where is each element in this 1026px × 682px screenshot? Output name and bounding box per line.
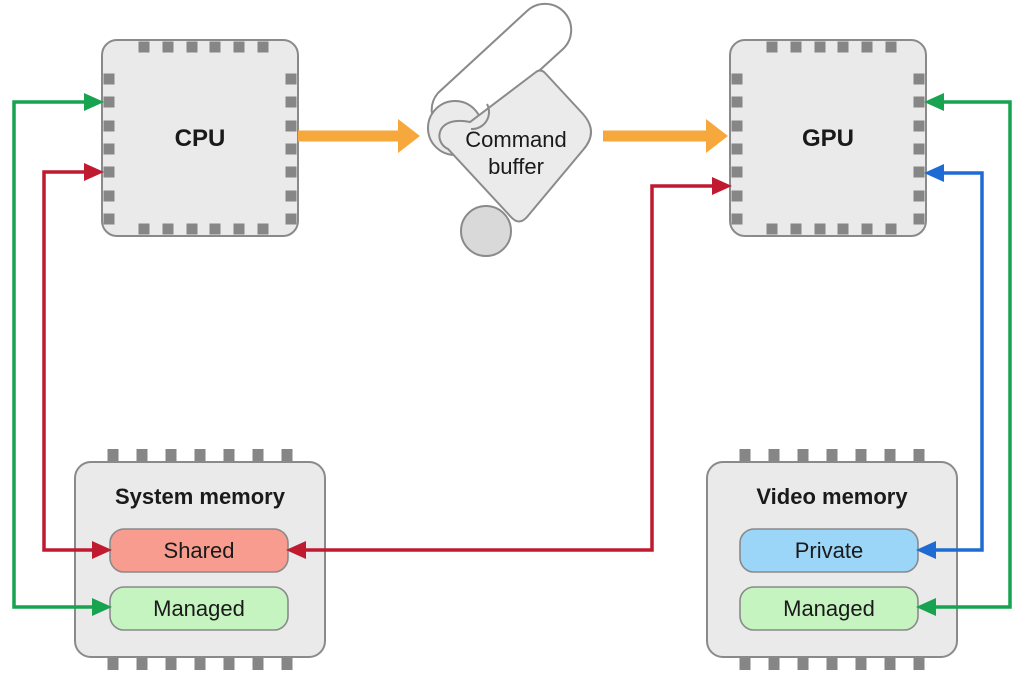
arrow-cpu-to-command-buffer [298, 119, 420, 153]
system-managed-mode-pill: Managed [109, 586, 289, 631]
gpu-chip-pins [731, 41, 925, 235]
system-managed-pill-label: Managed [153, 596, 245, 621]
video-managed-pill-label: Managed [783, 596, 875, 621]
gpu-chip: GPU [729, 39, 927, 237]
arrow-head-into-shared-right [286, 541, 306, 559]
private-pill-label: Private [795, 538, 863, 563]
cpu-chip-pins [103, 41, 297, 235]
scroll-bottom-roll [460, 205, 512, 257]
arrow-cpu-shared-line [42, 170, 94, 552]
gpu-label: GPU [802, 125, 854, 152]
arrow-gpu-private [916, 164, 984, 559]
command-buffer: Command buffer [427, 2, 592, 257]
arrow-gpu-private-line [934, 171, 984, 552]
video-memory-title: Video memory [756, 484, 908, 509]
arrow-head-into-shared-left [92, 541, 112, 559]
arrow-cpu-shared [42, 163, 112, 559]
cpu-chip: CPU [101, 39, 299, 237]
arrow-gpu-video-managed [916, 93, 1012, 616]
arrow-head-into-cpu-red [84, 163, 104, 181]
video-managed-pill-bg [739, 586, 919, 631]
video-memory-chip-pins [739, 449, 925, 670]
arrow-cpu-to-command-buffer-head [398, 119, 420, 153]
arrow-gpu-shared-line [304, 184, 714, 552]
command-buffer-label-line2: buffer [488, 154, 544, 179]
shared-mode-pill: Shared [109, 528, 289, 573]
gpu-chip-body [729, 39, 927, 237]
arrow-cpu-system-managed [12, 93, 112, 616]
arrow-head-into-video-managed [916, 598, 936, 616]
arrow-gpu-video-managed-line [934, 100, 1012, 609]
scroll-curl-line [470, 103, 490, 131]
arrow-head-into-gpu-green [924, 93, 944, 111]
scroll-body [438, 69, 592, 223]
arrow-cpu-system-managed-line [12, 100, 94, 609]
arrow-head-into-cpu-green [84, 93, 104, 111]
arrow-command-buffer-to-gpu [603, 119, 728, 153]
arrow-head-into-private [916, 541, 936, 559]
system-managed-pill-bg [109, 586, 289, 631]
arrow-gpu-shared [286, 177, 732, 559]
cpu-label: CPU [175, 125, 226, 152]
video-managed-mode-pill: Managed [739, 586, 919, 631]
arrow-head-into-gpu-red [712, 177, 732, 195]
command-buffer-label-line1: Command [465, 127, 566, 152]
system-memory-chip-pins [107, 449, 293, 670]
arrow-head-into-gpu-blue [924, 164, 944, 182]
system-memory-title: System memory [115, 484, 286, 509]
arrow-command-buffer-to-gpu-head [706, 119, 728, 153]
video-memory-chip: Video memory Private Managed [706, 449, 958, 670]
shared-pill-label: Shared [164, 538, 235, 563]
system-memory-chip: System memory Shared Managed [74, 449, 326, 670]
private-mode-pill: Private [739, 528, 919, 573]
arrow-head-into-system-managed [92, 598, 112, 616]
